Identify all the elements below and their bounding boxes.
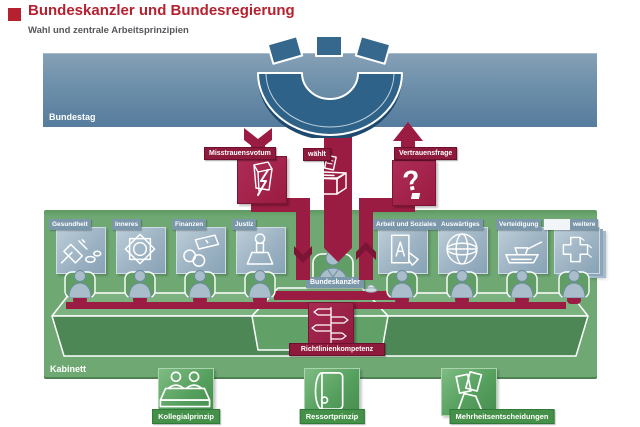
- ministry-tab-gesundheit: Gesundheit: [49, 219, 91, 230]
- mehrheitsentscheidungen-label: Mehrheitsentscheidungen: [449, 409, 555, 424]
- signpost-icon: [311, 307, 349, 344]
- binder-icon: [314, 372, 344, 410]
- principle-tile-kollegialprinzip: [158, 368, 214, 416]
- bell-icon: [364, 284, 378, 293]
- title-bullet-icon: [8, 8, 21, 21]
- money-icon: [183, 234, 220, 267]
- minister-figure: [386, 270, 418, 298]
- minister-figure: [506, 270, 538, 298]
- vertrauensfrage-iconbox: ?: [392, 160, 436, 206]
- tank-icon: [505, 241, 543, 264]
- vertrauensfrage-label: Vertrauensfrage: [394, 147, 458, 160]
- bundestag-label: Bundestag: [49, 112, 96, 122]
- social-box-icon: [390, 234, 419, 266]
- ministry-tab-finanzen: Finanzen: [172, 219, 207, 230]
- misstrauensvotum-iconbox: [237, 156, 287, 204]
- ministry-tile-inneres: [116, 227, 166, 274]
- minister-figure: [244, 270, 276, 298]
- police-star-icon: [124, 233, 156, 265]
- ministry-tile-auswaertiges: [438, 227, 488, 274]
- misstrauensvotum-label: Misstrauensvotum: [204, 147, 276, 160]
- page-subtitle: Wahl und zentrale Arbeitsprinzipien: [28, 25, 189, 36]
- blank-tab-segment: [544, 219, 570, 230]
- ministry-tile-finanzen: [176, 227, 226, 274]
- bundeskanzler-label: Bundeskanzler: [306, 277, 364, 288]
- bundestag-band: Bundestag: [43, 53, 597, 127]
- ressortprinzip-label: Ressortprinzip: [299, 409, 365, 424]
- ministry-tab-justiz: Justiz: [232, 219, 257, 230]
- question-mark-icon: ?: [400, 164, 423, 199]
- globe-icon: [446, 233, 478, 265]
- waehlt-label: wählt: [303, 148, 331, 161]
- minister-figure: [184, 270, 216, 298]
- broken-gavel-lightning-icon: [253, 161, 273, 196]
- page-title: Bundeskanzler und Bundesregierung: [28, 2, 295, 19]
- kabinett-area: Gesundheit Inneres Finanzen Justiz Arbei…: [44, 210, 600, 379]
- ministry-tab-verteidigung: Verteidigung: [496, 219, 542, 230]
- ministry-tile-arbeit-und-soziales: [378, 227, 428, 274]
- ministry-tab-inneres: Inneres: [112, 219, 142, 230]
- justice-icon: [246, 233, 274, 265]
- ministry-tab-arbeit-und-soziales: Arbeit und Soziales: [373, 219, 440, 230]
- minister-figure: [124, 270, 156, 298]
- minister-figure: [64, 270, 96, 298]
- kollegialprinzip-label: Kollegialprinzip: [152, 409, 220, 424]
- svg-text:?: ?: [400, 164, 422, 198]
- syringe-icon: [60, 239, 102, 264]
- ministry-tile-weitere: [554, 227, 600, 274]
- plus-icon: [562, 236, 593, 263]
- minister-figure: [446, 270, 478, 298]
- committee-table-icon: [159, 371, 211, 408]
- hand-vote-icon: [455, 370, 484, 413]
- ministry-tile-gesundheit: [56, 227, 106, 274]
- minister-figure: [558, 270, 590, 298]
- kabinett-label: Kabinett: [50, 364, 86, 374]
- ministry-tile-justiz: [236, 227, 286, 274]
- ministry-tab-auswaertiges: Auswärtiges: [438, 219, 483, 230]
- principle-tile-ressortprinzip: [304, 368, 360, 416]
- ministry-tab-weitere: weitere: [544, 219, 599, 230]
- richtlinienkompetenz-iconbox: [308, 302, 354, 348]
- richtlinienkompetenz-label: Richtlinienkompetenz: [289, 343, 385, 356]
